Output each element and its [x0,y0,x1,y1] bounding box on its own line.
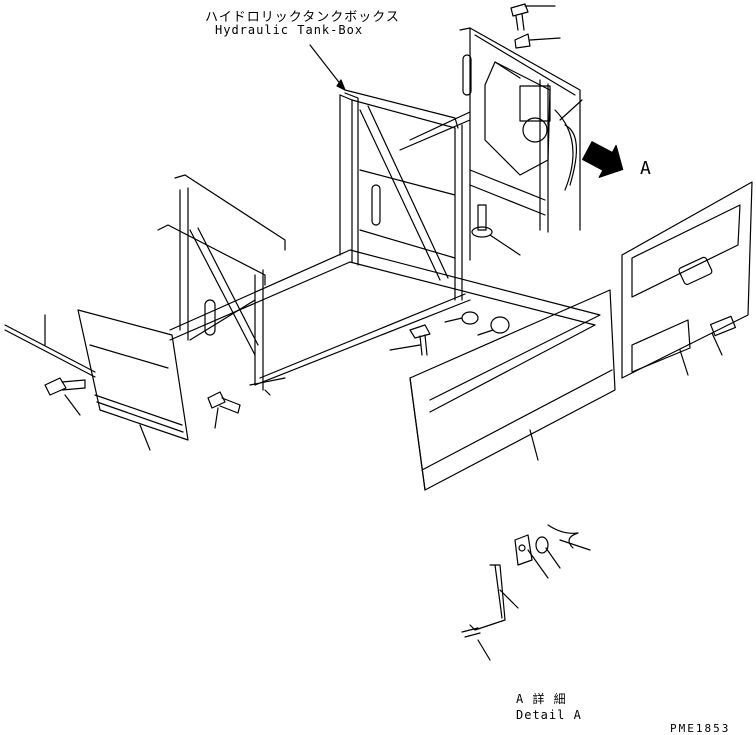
bolt-center [471,204,521,256]
front-cover-panel [409,289,616,491]
bolt-left [44,377,86,416]
bolt-top [510,3,556,31]
cap-center [477,316,510,336]
title-jp-label: ハイドロリックタンクボックス [205,10,400,25]
tank-box-frame [157,27,601,413]
drawing-code-label: PME1853 [670,722,731,735]
bolt-mid [389,324,431,356]
detail-en-label: Detail A [516,708,582,722]
nut-center [444,311,479,325]
view-arrow-a [582,141,624,178]
detail-jp-label: A 詳 細 [516,692,567,706]
title-leader [309,44,346,91]
title-en-label: Hydraulic Tank-Box [215,23,364,37]
view-arrow-label: A [640,158,652,179]
bracket-top [514,33,561,49]
reservoir-box [484,61,583,191]
left-cover-panel [4,309,189,451]
bolt-left-2 [207,391,241,429]
detail-a-parts [461,524,591,661]
right-side-panel [621,181,753,379]
